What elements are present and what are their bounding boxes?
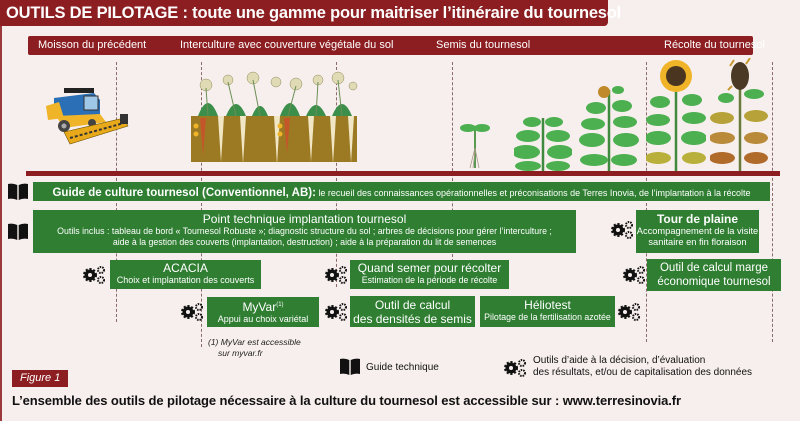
densites-line1: Outil de calcul: [374, 298, 451, 312]
point-technique-line2: aide à la gestion des couverts (implanta…: [112, 237, 497, 247]
phase-interculture: Interculture avec couverture végétale du…: [180, 39, 394, 51]
book-icon: [340, 358, 360, 375]
guide-culture-title: Guide de culture tournesol (Conventionne…: [52, 187, 316, 199]
tour-de-plaine-title: Tour de plaine: [656, 212, 739, 226]
acacia-title: ACACIA: [163, 261, 208, 275]
cover-crop-illustration: [193, 71, 358, 165]
phase-timeline-bar: [28, 36, 753, 55]
point-technique-line1: Outils inclus : tableau de bord « Tourne…: [57, 226, 552, 236]
heliotest-tool[interactable]: Héliotest Pilotage de la fertilisation a…: [480, 296, 615, 327]
tour-de-plaine[interactable]: Tour de plaine Accompagnement de la visi…: [636, 210, 759, 253]
timeline-divider: [772, 62, 773, 342]
heliotest-desc: Pilotage de la fertilisation azotée: [484, 312, 611, 322]
sunflower-budding-illustration: [579, 86, 639, 172]
gears-icon: [325, 303, 347, 321]
acacia-desc: Choix et implantation des couverts: [116, 275, 255, 285]
calcul-densites-tool[interactable]: Outil de calcul des densités de semis: [350, 296, 475, 327]
timeline-divider: [452, 62, 453, 262]
acacia-tool[interactable]: ACACIA Choix et implantation des couvert…: [110, 260, 261, 289]
page-title: OUTILS DE PILOTAGE : toute une gamme pou…: [0, 0, 621, 26]
sunflower-mature-illustration: [710, 58, 768, 172]
legend-tool-line1: Outils d’aide à la décision, d’évaluatio…: [533, 355, 706, 366]
combine-harvester-illustration: [46, 88, 129, 145]
book-icon: [8, 183, 28, 200]
footnote-line1: (1) MyVar est accessible: [208, 337, 301, 347]
heliotest-title: Héliotest: [524, 298, 571, 312]
legend-guide-label: Guide technique: [366, 362, 439, 373]
tour-de-plaine-line1: Accompagnement de la visite: [636, 226, 759, 236]
marge-line2: économique tournesol: [657, 276, 771, 288]
sunflower-seedling-illustration: [460, 124, 490, 169]
myvar-title-wrap: MyVar(1): [207, 298, 319, 314]
phase-semis: Semis du tournesol: [436, 39, 531, 51]
quand-semer-tool[interactable]: Quand semer pour récolter Estimation de …: [350, 260, 509, 289]
gears-icon: [611, 221, 633, 239]
timeline-divider: [646, 62, 647, 342]
sunflower-young-plant-illustration: [514, 117, 572, 172]
footnote-line2: sur myvar.fr: [218, 348, 263, 358]
book-icon: [8, 223, 28, 240]
myvar-desc: Appui au choix variétal: [217, 314, 309, 324]
gears-icon: [618, 303, 640, 321]
marge-line1: Outil de calcul marge: [659, 262, 769, 274]
ground-line: [26, 171, 780, 176]
legend-tool-label: Outils d’aide à la décision, d’évaluatio…: [533, 355, 752, 379]
tour-de-plaine-line2: sanitaire en fin floraison: [648, 237, 747, 247]
quand-semer-desc: Estimation de la période de récolte: [361, 275, 498, 285]
gears-icon: [623, 266, 645, 284]
guide-culture-desc: le recueil des connaissances opérationne…: [315, 188, 751, 198]
point-technique-title: Point technique implantation tournesol: [202, 212, 407, 226]
myvar-footnote: (1) MyVar est accessible sur myvar.fr: [208, 337, 301, 359]
densites-line2: des densités de semis: [353, 312, 472, 326]
gears-icon: [504, 359, 526, 377]
gears-icon: [181, 303, 203, 321]
myvar-title: MyVar: [242, 300, 277, 314]
gears-icon: [325, 266, 347, 284]
calcul-marge-tool[interactable]: Outil de calcul marge économique tournes…: [647, 259, 781, 291]
timeline-divider: [201, 62, 202, 347]
quand-semer-title: Quand semer pour récolter: [357, 261, 502, 275]
sunflower-flowering-illustration: [646, 60, 706, 172]
phase-moisson: Moisson du précédent: [38, 39, 147, 51]
gears-icon: [83, 266, 105, 284]
figure-caption: L’ensemble des outils de pilotage nécess…: [12, 393, 681, 408]
myvar-footnote-ref: (1): [276, 302, 284, 308]
legend-tool-line2: des résultats, et/ou de capitalisation d…: [533, 367, 753, 378]
myvar-tool[interactable]: MyVar(1) Appui au choix variétal: [207, 297, 319, 327]
guide-culture-tournesol[interactable]: Guide de culture tournesol (Conventionne…: [33, 182, 770, 201]
figure-tag: Figure 1: [12, 370, 69, 387]
phase-recolte: Récolte du tournesol: [664, 39, 765, 51]
point-technique-implantation[interactable]: Point technique implantation tournesol O…: [33, 210, 576, 253]
